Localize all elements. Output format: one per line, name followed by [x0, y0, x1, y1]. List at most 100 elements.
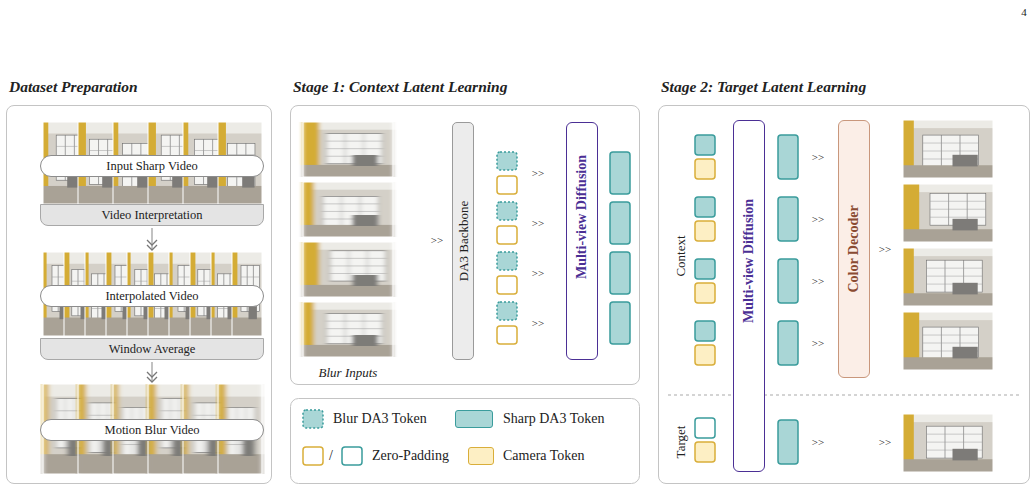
panel-heading: Stage 2: Target Latent Learning: [661, 78, 866, 96]
zy-token: [497, 326, 517, 344]
photo-ground: [303, 242, 393, 297]
photo-line: [241, 276, 260, 277]
panel-heading: Dataset Preparation: [9, 78, 138, 96]
legend-swatch: [468, 447, 494, 465]
photo-line: [930, 217, 986, 218]
cam-token: [695, 345, 715, 365]
pill-label: Motion Blur Video: [40, 419, 264, 441]
legend-box: [291, 399, 640, 484]
blur-token: [497, 152, 517, 170]
photo-frame: [303, 122, 393, 177]
room-photo: [303, 122, 393, 177]
process-label: Video Interpretation: [41, 205, 263, 225]
sharp-token: [778, 420, 798, 464]
photo-counter: [353, 335, 378, 346]
photo-ceiling: [903, 414, 993, 422]
sharp-token: [695, 259, 715, 279]
photo-line: [923, 151, 979, 152]
group-label: Context: [674, 235, 687, 276]
photo-floor: [218, 454, 262, 474]
photo-wall: [903, 184, 919, 236]
blur-token: [303, 410, 323, 428]
photo-line: [926, 276, 982, 277]
photo-wall: [303, 242, 319, 292]
photo-floor: [903, 229, 993, 242]
photo-line: [326, 321, 382, 322]
photo-ceiling: [903, 120, 993, 128]
photo-line: [923, 335, 979, 336]
photo-line: [330, 258, 386, 259]
blur-token: [497, 252, 517, 270]
photo-counter: [353, 155, 378, 166]
blur-inputs: [303, 122, 393, 357]
photo-line: [330, 265, 386, 266]
flow-mark: >>: [812, 437, 824, 448]
photo-wall: [303, 122, 319, 172]
caption: Blur Inputs: [319, 366, 378, 379]
photo-frame: [903, 414, 993, 472]
panel: Stage 1: Context Latent LearningDA3 Back…: [290, 105, 640, 385]
video-strip: Motion Blur Video: [40, 384, 264, 474]
legend-swatch: [455, 410, 493, 428]
diffusion-box: Multi-view Diffusion: [566, 122, 598, 360]
photo-floor: [903, 459, 993, 472]
photo-wall: [903, 248, 914, 300]
photo-counter: [953, 155, 978, 167]
diffusion-box: Multi-view Diffusion: [733, 120, 765, 472]
photo-wall: [903, 312, 919, 364]
photo-counter: [353, 275, 378, 286]
photo-line: [323, 211, 379, 212]
zt-token: [695, 418, 715, 438]
photo-frame: [903, 120, 993, 178]
room-photo: [903, 312, 993, 370]
photo-wall: [903, 120, 914, 172]
photo-line: [923, 343, 979, 344]
photo-floor: [903, 293, 993, 306]
photo-frame: [303, 242, 393, 297]
photo-counter: [353, 215, 378, 226]
flow-connector: [151, 228, 152, 250]
page-number: 4: [1021, 7, 1027, 18]
sharp-token: [778, 135, 798, 179]
zy-token: [497, 176, 517, 194]
module-label: Multi-view Diffusion: [742, 199, 756, 323]
photo-floor: [903, 357, 993, 370]
photo-line: [330, 273, 386, 274]
group-label: Target: [674, 426, 687, 459]
photo-counter: [953, 347, 978, 359]
sharp-token: [610, 302, 630, 344]
photo-line: [326, 328, 382, 329]
photo-ground: [303, 302, 393, 357]
photo-fridge: [323, 196, 379, 226]
sharp-token: [778, 259, 798, 303]
sharp-token: [695, 197, 715, 217]
photo-frame: [303, 302, 393, 357]
pill-label: Interpolated Video: [40, 285, 264, 307]
photo-ground: [903, 414, 993, 472]
decoder-box: Color Decoder: [838, 120, 870, 378]
legend-label: Zero-Padding: [372, 449, 449, 463]
photo-line: [323, 203, 379, 204]
photo-line: [926, 434, 982, 435]
module-label: DA3 Backbone: [457, 201, 470, 282]
legend-label: Blur DA3 Token: [333, 412, 427, 426]
photo-floor: [232, 318, 262, 336]
sharp-token: [610, 252, 630, 294]
room-photo: [903, 184, 993, 242]
zy-token: [497, 226, 517, 244]
panel: Dataset PreparationInput Sharp VideoVide…: [6, 105, 272, 484]
flow-mark: >>: [812, 214, 824, 225]
flow-mark: >>: [879, 437, 891, 448]
photo-floor: [303, 285, 393, 297]
room-photo: [303, 182, 393, 237]
photo-wall: [903, 414, 914, 466]
photo-frame: [903, 312, 993, 370]
photo-fridge: [923, 327, 979, 359]
divider-line: [668, 394, 1020, 395]
photo-ground: [903, 120, 993, 178]
pill-label: Input Sharp Video: [40, 155, 264, 177]
photo-floor: [218, 186, 262, 204]
photo-ground: [303, 182, 393, 237]
flow-mark: >>: [532, 318, 544, 329]
